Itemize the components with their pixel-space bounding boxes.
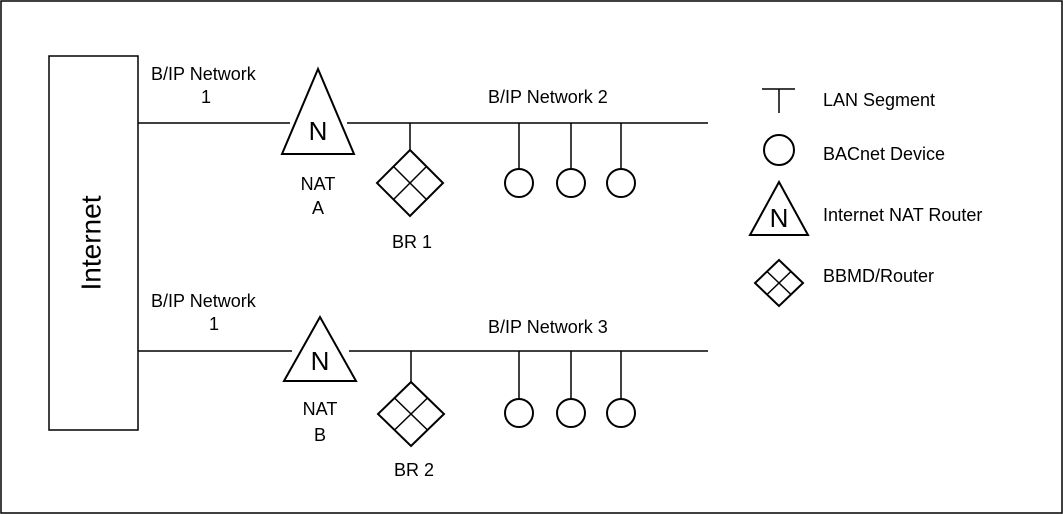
bacnet-device-icon	[556, 168, 586, 198]
lan-segment-icon	[762, 88, 795, 113]
wan-label-top: B/IP Network	[151, 64, 257, 84]
bbmd-router-icon	[375, 148, 445, 218]
router-label-bottom: BR 2	[394, 460, 434, 480]
internet-box	[48, 55, 139, 431]
legend-label-bacnet-device: BACnet Device	[823, 144, 945, 164]
internet-label: Internet	[75, 195, 106, 290]
nat-label-bottom: NAT	[303, 399, 338, 419]
router-label-top: BR 1	[392, 232, 432, 252]
legend: LAN Segment BACnet Device N Internet NAT…	[748, 88, 982, 308]
nat-label-bottom-letter: B	[314, 425, 326, 445]
legend-label-lan-segment: LAN Segment	[823, 90, 935, 110]
nat-router-icon: N	[282, 314, 358, 382]
lan-label-top: B/IP Network 2	[488, 87, 608, 107]
bacnet-device-icon	[556, 398, 586, 428]
wan-label-bottom: B/IP Network	[151, 291, 257, 311]
network-top: B/IP Network 1 N NAT A B/IP Network 2 BR…	[138, 64, 708, 252]
legend-label-bbmd-router: BBMD/Router	[823, 266, 934, 286]
legend-label-nat-router: Internet NAT Router	[823, 205, 982, 225]
nat-label-top-letter: A	[312, 198, 324, 218]
legend-nat-letter: N	[770, 203, 789, 233]
nat-letter: N	[309, 116, 328, 146]
wan-label-top-number: 1	[201, 87, 211, 107]
network-bottom: B/IP Network 1 N NAT B B/IP Network 3 BR…	[138, 291, 708, 480]
bacnet-device-icon	[606, 398, 636, 428]
bbmd-router-icon	[376, 380, 446, 448]
bacnet-device-icon	[763, 134, 795, 166]
nat-router-icon: N	[280, 66, 356, 155]
nat-router-icon: N	[748, 179, 810, 236]
bacnet-device-icon	[504, 168, 534, 198]
bacnet-device-icon	[606, 168, 636, 198]
wan-label-bottom-number: 1	[209, 314, 219, 334]
bbmd-router-icon	[753, 258, 805, 308]
bacnet-device-icon	[504, 398, 534, 428]
nat-label-top: NAT	[301, 174, 336, 194]
nat-letter: N	[311, 346, 330, 376]
lan-label-bottom: B/IP Network 3	[488, 317, 608, 337]
